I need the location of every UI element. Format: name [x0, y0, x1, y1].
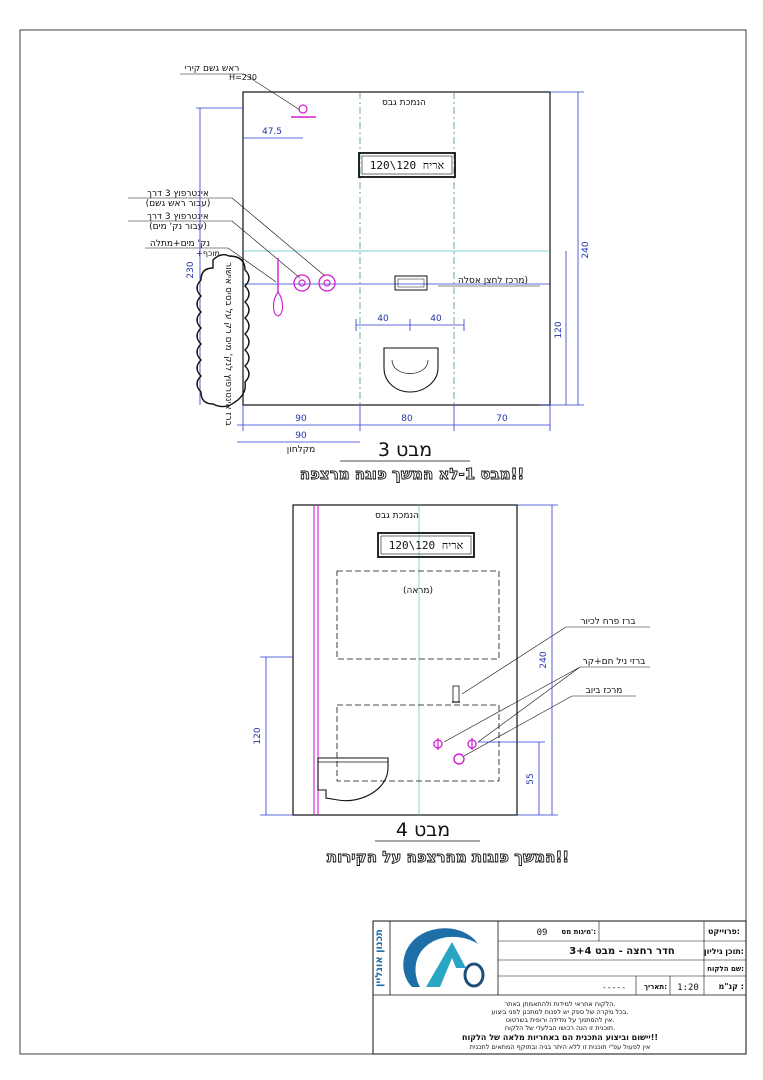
view3-dim-120: 120	[554, 321, 564, 338]
water-point-label-b: +מוכף	[196, 249, 220, 258]
view4: הנמכת גבס אריח 120\120 (מראה) ברז פרח לכ…	[253, 504, 650, 866]
tb-note-2: בכל מקרה של ספק יש לפנות למתכנן לפני ביצ…	[492, 1008, 629, 1016]
drain-label: מרכז ביוב	[586, 686, 623, 696]
rain-head-dim-value: 47.5	[262, 127, 282, 137]
tb-drawing-value: חדר רחצה - מבט 3+4	[569, 946, 675, 957]
tb-project-label: פרוייקט:	[708, 927, 740, 936]
flush-center-label: מרכז לחצן אסלה)	[458, 276, 528, 286]
interflow2-label-b: (עבור נק' מים)	[149, 222, 207, 232]
tb-note-3: אין להסתמך על מדידה ורופית בשרטוט.	[506, 1016, 615, 1024]
mixer-valve-1-core	[298, 279, 306, 287]
drain-center-icon	[453, 753, 465, 765]
view3: הנמכת גבס אריח 120\120 ראש גשם קירי H=23…	[128, 64, 591, 483]
angle-valves-leader-2	[477, 666, 581, 743]
view4-title: מבט 4	[396, 819, 450, 841]
tb-sheet-no: 09	[537, 928, 548, 938]
view3-subtitle: מבט 1-לא המשך פוגה מרצפה!!	[300, 465, 525, 483]
flush-plate-icon	[394, 275, 428, 291]
tb-scale-label: קנ"מ :	[719, 982, 744, 991]
tb-vertical-company: תכנון אונליין	[374, 929, 385, 987]
view4-tile-box-inner	[380, 535, 472, 555]
view4-dim-120: 120	[253, 727, 263, 744]
faucet-icon	[452, 685, 460, 703]
tb-note-4: תוכנית זו הנה רכושו הבלעדי של הלקוח.	[505, 1024, 615, 1032]
tb-note-bold: יישום וביצוע התכנית הם באחריות מלאה של ה…	[462, 1033, 658, 1042]
revision-cloud	[196, 253, 250, 408]
wall-toilet-icon	[317, 757, 389, 802]
angle-valves-leader-1	[443, 666, 581, 743]
interflow1-leader	[231, 197, 326, 277]
interflow2-leader	[231, 220, 301, 279]
title-block: תכנון אונליין פרוייקט: מיגות מס': 09 תוכ…	[372, 920, 747, 1055]
flush-dim-40a: 40	[377, 314, 389, 324]
view3-tile-label: אריח 120\120	[370, 159, 445, 172]
angle-valves-label: ברזי ניל חם+קר	[583, 657, 646, 667]
tb-date-label: תאריך:	[644, 983, 667, 991]
interflow1-label-b: (עבור ראש גשם)	[146, 199, 211, 209]
view3-tile-box-outer	[358, 152, 456, 178]
view3-dim-240: 240	[581, 241, 591, 258]
view4-subtitle: המשך פוגות מהרצפה על הקירות!!	[327, 848, 569, 866]
hand-shower-hose-icon	[272, 291, 284, 317]
view3-tile-box-inner	[361, 155, 453, 175]
company-logo	[403, 928, 485, 988]
mixer-valve-2-icon	[318, 274, 336, 292]
view4-tile-label: אריח 120\120	[389, 539, 464, 552]
tb-client-label: שם הלקוח:	[707, 965, 744, 973]
view3-dim-70: 70	[496, 414, 508, 424]
drain-leader	[463, 695, 573, 757]
flush-dim-40b: 40	[430, 314, 442, 324]
view3-title: מבט 3	[378, 439, 432, 461]
interflow2-label-a: אינטרפוץ 3 דרך	[147, 212, 209, 222]
tb-scale-value: 1:20	[677, 983, 699, 993]
tb-drawing-label: תוכן גיליון:	[704, 947, 744, 956]
toilet-bowl-inner	[391, 359, 429, 374]
toilet-icon	[383, 347, 439, 393]
view3-dim-90a: 90	[295, 414, 307, 424]
rain-head-icon	[298, 104, 308, 114]
water-point-label-a: נק' מים+מתלה	[150, 239, 210, 249]
tap-label: ברז פרח לכיור	[580, 617, 635, 627]
rain-head-label: ראש גשם קירי	[185, 64, 240, 74]
view4-tile-box-outer	[377, 532, 475, 558]
flush-plate-inner	[397, 278, 425, 288]
mirror-label: (מראה)	[403, 586, 433, 596]
view3-dim-90b: 90	[295, 431, 307, 441]
revision-cloud-note: ברז אינטרפוץ לנק' מים רק על בסיס אישור	[223, 262, 233, 426]
water-point-leader	[227, 247, 277, 283]
tb-sheet-no-label: מיגות מס':	[561, 928, 596, 936]
rain-head-height: H=230	[229, 73, 257, 82]
view3-dim-230: 230	[186, 261, 196, 278]
tb-date-value: -----	[602, 983, 626, 992]
shower-zone-label: מקלחון	[287, 445, 315, 455]
view3-ceiling-label: הנמכת גבס	[382, 98, 426, 108]
interflow1-label-a: אינטרפוץ 3 דרך	[147, 189, 209, 199]
vanity-outline	[336, 704, 500, 782]
mixer-valve-2-core	[323, 279, 331, 287]
tap-leader	[461, 626, 567, 695]
view3-wall-outline	[242, 91, 551, 406]
view4-wall-outline	[292, 504, 518, 816]
sheet-border	[19, 29, 747, 1055]
tb-note-last: אין לפעול עפ"י תוכנית זו ללא היתר בניה ו…	[470, 1043, 650, 1051]
rain-head-leader	[243, 73, 301, 111]
view3-dim-80: 80	[401, 414, 413, 424]
view4-ceiling-label: הנמכת גבס	[375, 511, 419, 521]
mirror-outline	[336, 570, 500, 660]
title-block-frame	[372, 920, 747, 1055]
mixer-valve-1-icon	[293, 274, 311, 292]
tb-note-1: הלקוח אחראי למידות ולהתאמתן באתר.	[505, 1000, 616, 1008]
view4-dim-240: 240	[539, 651, 549, 668]
view4-dim-55: 55	[526, 773, 536, 784]
